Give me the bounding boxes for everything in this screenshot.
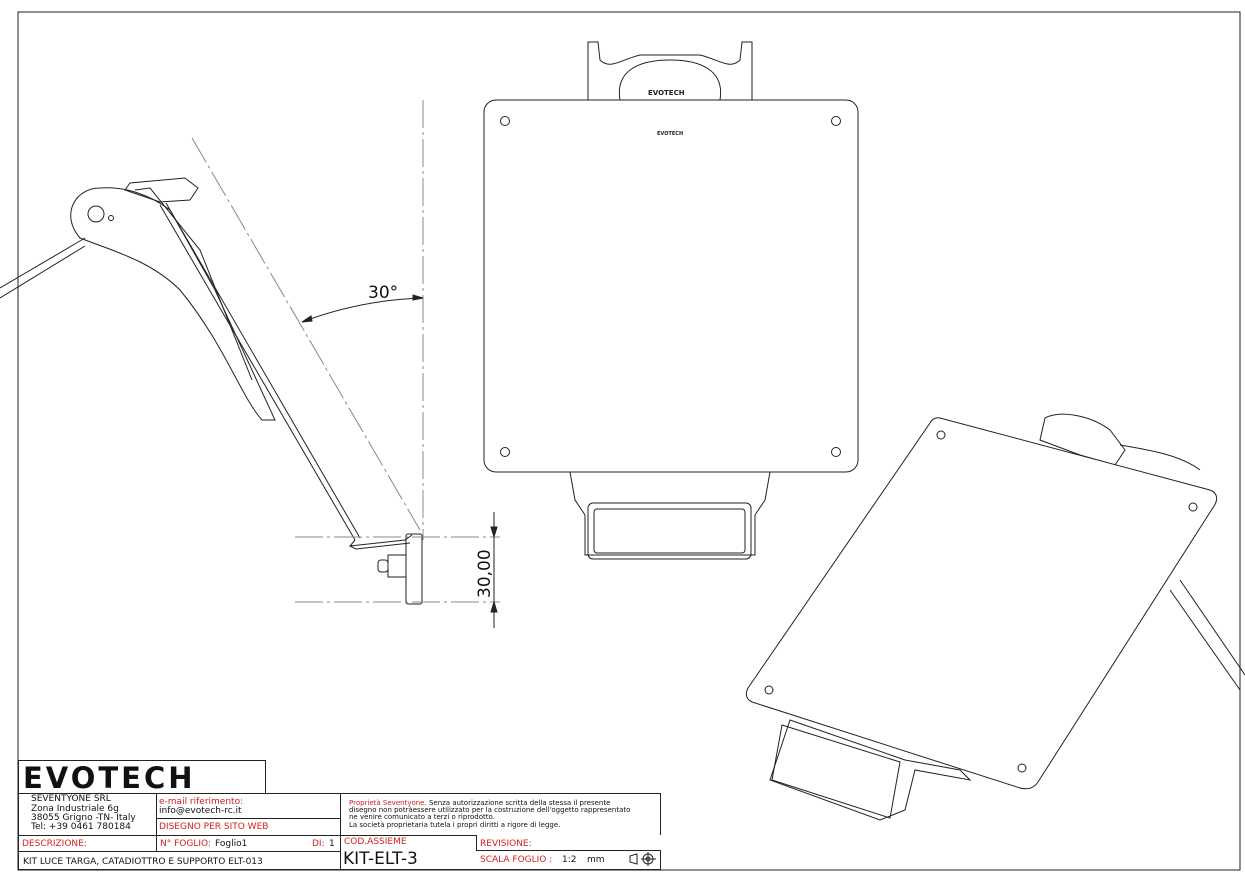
scale-label: SCALA FOGLIO : bbox=[480, 855, 553, 865]
description-value: KIT LUCE TARGA, CATADIOTTRO E SUPPORTO E… bbox=[23, 857, 263, 867]
notice-owner: Proprietà Seventyone. bbox=[349, 799, 427, 807]
light-housing bbox=[569, 471, 771, 556]
sheet-label: N° FOGLIO: bbox=[160, 839, 211, 849]
dimension-label: 30,00 bbox=[475, 549, 495, 598]
mount-hole bbox=[87, 205, 105, 223]
company-address: Zona Industriale 6g bbox=[31, 804, 119, 814]
connector-housing bbox=[618, 59, 722, 101]
plate-hole bbox=[500, 447, 510, 457]
nut bbox=[387, 554, 407, 578]
plate-hole bbox=[1188, 502, 1198, 512]
company-phone: Tel: +39 0461 780184 bbox=[31, 822, 131, 832]
connector-logo: EVOTECH bbox=[648, 89, 685, 97]
notice-line-4: La società proprietaria tutela i propri … bbox=[349, 821, 561, 829]
description-label-cell: DESCRIZIONE: bbox=[18, 835, 157, 852]
bracket-line bbox=[159, 204, 356, 541]
reflector-front bbox=[587, 502, 752, 560]
plate-hole bbox=[831, 447, 841, 457]
notice-line-3: ne venire comunicato a terzi o riprodott… bbox=[349, 813, 495, 821]
angle-label: 30° bbox=[368, 283, 398, 303]
mount-hole-small bbox=[108, 215, 114, 221]
iso-view bbox=[745, 413, 1245, 821]
plate-logo: EVOTECH bbox=[657, 131, 683, 137]
mudguard-body bbox=[70, 187, 276, 421]
logo-cell: EVOTECH bbox=[18, 760, 266, 794]
notice-text: Senza autorizzazione scritta della stess… bbox=[426, 799, 611, 807]
angle-arc bbox=[301, 297, 424, 323]
connector-top bbox=[587, 41, 753, 100]
connector-side bbox=[124, 177, 199, 203]
notice-line-1: Proprietà Seventyone. Senza autorizzazio… bbox=[349, 800, 610, 807]
purpose-cell: DISEGNO PER SITO WEB bbox=[156, 818, 341, 836]
description-cell: KIT LUCE TARGA, CATADIOTTRO E SUPPORTO E… bbox=[18, 851, 341, 870]
scale-value: 1:2 bbox=[562, 855, 577, 865]
of-value: 1 bbox=[329, 839, 335, 849]
plate-hole bbox=[500, 116, 510, 126]
revision-cell: REVISIONE: bbox=[476, 835, 661, 851]
plate-hole bbox=[831, 116, 841, 126]
company-cell: SEVENTYONE SRL Zona Industriale 6g 38055… bbox=[18, 793, 157, 836]
assembly-label: COD.ASSIEME bbox=[344, 837, 407, 847]
plate-hole bbox=[1017, 763, 1027, 773]
sheet-border bbox=[17, 11, 1241, 871]
bracket-bend bbox=[348, 534, 413, 547]
arrow bbox=[301, 315, 313, 323]
sheet-value: Foglio1 bbox=[215, 839, 248, 849]
front-view: EVOTECH EVOTECH bbox=[483, 41, 859, 560]
centerline-30 bbox=[191, 137, 421, 531]
company-name: SEVENTYONE SRL bbox=[31, 794, 111, 804]
sheet-cell: N° FOGLIO: Foglio1 DI: 1 bbox=[156, 835, 341, 852]
license-plate bbox=[483, 99, 859, 473]
reflector-side bbox=[405, 533, 423, 605]
iso-reflector bbox=[771, 724, 901, 819]
notice-cell: Proprietà Seventyone. Senza autorizzazio… bbox=[340, 793, 661, 836]
email-cell: e-mail riferimento: info@evotech-rc.it bbox=[156, 793, 341, 819]
cable-line bbox=[0, 245, 86, 299]
description-label: DESCRIZIONE: bbox=[22, 839, 87, 849]
assembly-code: KIT-ELT-3 bbox=[343, 849, 418, 869]
email-label: e-mail riferimento: bbox=[159, 797, 244, 807]
arrow bbox=[412, 294, 424, 301]
notice-line-2: disegno non potràessere utilizzato per l… bbox=[349, 806, 631, 814]
iso-connector bbox=[1039, 413, 1126, 466]
projection-icon bbox=[629, 852, 656, 866]
email-link[interactable]: info@evotech-rc.it bbox=[159, 806, 242, 816]
side-view: 30° 30,00 bbox=[0, 100, 500, 628]
plate-hole bbox=[764, 685, 774, 695]
purpose-text: DISEGNO PER SITO WEB bbox=[159, 822, 269, 832]
iso-plate bbox=[745, 417, 1218, 790]
cable-line bbox=[1169, 589, 1241, 691]
evotech-logo: EVOTECH bbox=[23, 761, 196, 795]
revision-label: REVISIONE: bbox=[480, 839, 532, 849]
bolt bbox=[377, 559, 389, 573]
unit-value: mm bbox=[587, 855, 605, 865]
of-label: DI: bbox=[312, 839, 325, 849]
cable-line bbox=[0, 237, 86, 289]
plate-hole bbox=[936, 430, 946, 440]
company-city: 38055 Grigno -TN- Italy bbox=[31, 813, 136, 823]
